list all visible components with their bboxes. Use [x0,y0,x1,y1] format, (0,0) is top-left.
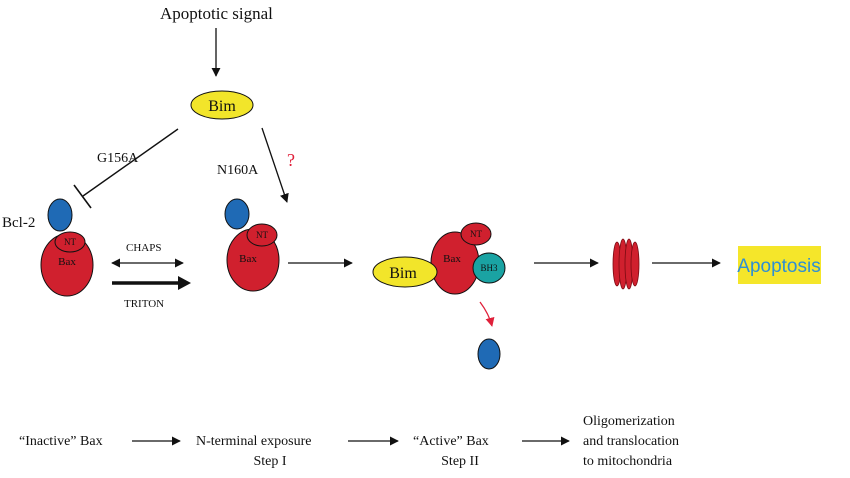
inactive-bax-label: “Inactive” Bax [19,434,103,449]
g156a-inhibition-line [82,128,179,197]
bcl2-blob-exposed [224,198,250,230]
step2-label: Step II [441,454,479,469]
nt-label-inactive: NT [64,237,76,247]
inhibition-bar [73,184,92,209]
bim-label-top: Bim [208,98,236,115]
bim-label-bound: Bim [389,265,417,282]
mitochondria-label: to mitochondria [583,454,673,469]
bim-ellipse-top [190,90,254,120]
bh3-label: BH3 [480,263,498,273]
chaps-label: CHAPS [126,242,161,254]
bcl2-blob [47,198,73,232]
triton-arrow-head [178,276,191,290]
translocation-label: and translocation [583,434,679,449]
bim-to-bax-arrow [261,127,289,203]
released-bcl2-blob [477,338,501,370]
bcl2-label: Bcl-2 [2,215,35,231]
bax-label-active: Bax [443,253,461,265]
nt-label-active: NT [470,229,482,239]
bax-label-exposed: Bax [239,253,257,265]
triton-label: TRITON [124,298,164,310]
n160a-label: N160A [217,163,259,178]
oligomerization-label: Oligomerization [583,414,675,429]
n-terminal-exposure-label: N-terminal exposure [196,434,311,449]
bim-ellipse-bound [372,256,438,288]
bax-oligomer [612,238,640,290]
bh3-domain [472,252,506,284]
apoptotic-signal-label: Apoptotic signal [160,4,273,23]
nt-domain-exposed [246,223,278,247]
nt-domain-inactive [54,231,86,253]
g156a-label: G156A [97,151,139,166]
apoptosis-label: Apoptosis [737,256,820,277]
question-mark: ? [287,150,295,170]
step1-label: Step I [253,454,286,469]
active-bax-label: “Active” Bax [413,434,489,449]
release-arrow [479,301,495,327]
nt-label-exposed: NT [256,230,268,240]
apoptosis-box [738,246,821,284]
nt-domain-active [460,222,492,246]
bax-label-inactive: Bax [58,256,76,268]
